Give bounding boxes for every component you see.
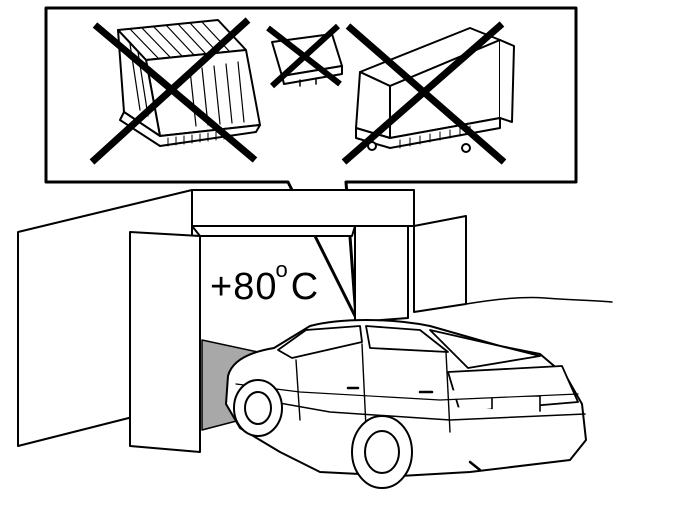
garage-door-right <box>354 225 409 323</box>
x-cross-icon-middle <box>266 23 342 89</box>
temperature-label: +80oC <box>210 259 320 308</box>
garage-door-left <box>129 231 201 453</box>
x-cross-icon-right <box>341 21 507 165</box>
degree-symbol: o <box>275 257 289 282</box>
temperature-value: +80 <box>210 266 278 308</box>
x-cross-icon-left <box>89 17 258 165</box>
cooling-fins <box>129 21 245 127</box>
car <box>225 319 587 489</box>
temperature-unit: C <box>290 266 320 308</box>
ground-line <box>465 296 613 305</box>
